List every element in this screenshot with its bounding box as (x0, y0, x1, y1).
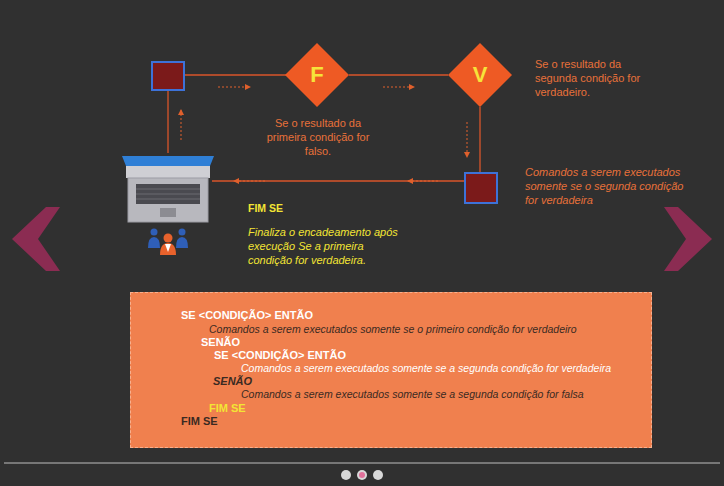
decision-letter: F (310, 62, 323, 88)
code-line: SENÃO (201, 336, 240, 349)
end-note: Finaliza o encadeamento após execução Se… (248, 226, 403, 267)
condition-note: Se o resultado da segunda condição for v… (535, 58, 655, 99)
decision-letter: V (473, 62, 488, 88)
code-line: SE <CONDIÇÃO> ENTÃO (181, 309, 313, 322)
code-box: SE <CONDIÇÃO> ENTÃOComandos a serem exec… (130, 292, 652, 448)
decision-diamond: V (448, 43, 512, 107)
command-note: Comandos a serem executados somente se o… (525, 166, 685, 207)
decision-diamond: F (285, 43, 349, 107)
condition-note: Se o resultado da primeira condição for … (263, 117, 373, 158)
code-line: SENÃO (213, 375, 252, 388)
code-line: FIM SE (209, 402, 246, 415)
flow-connector (349, 75, 448, 76)
end-label: FIM SE (248, 202, 348, 215)
code-line: SE <CONDIÇÃO> ENTÃO (214, 349, 346, 362)
code-line: Comandos a serem executados somente se a… (241, 388, 584, 401)
code-line: FIM SE (181, 415, 218, 428)
code-line: Comandos a serem executados somente se o… (209, 323, 577, 336)
code-line: Comandos a serem executados somente se a… (241, 362, 611, 375)
